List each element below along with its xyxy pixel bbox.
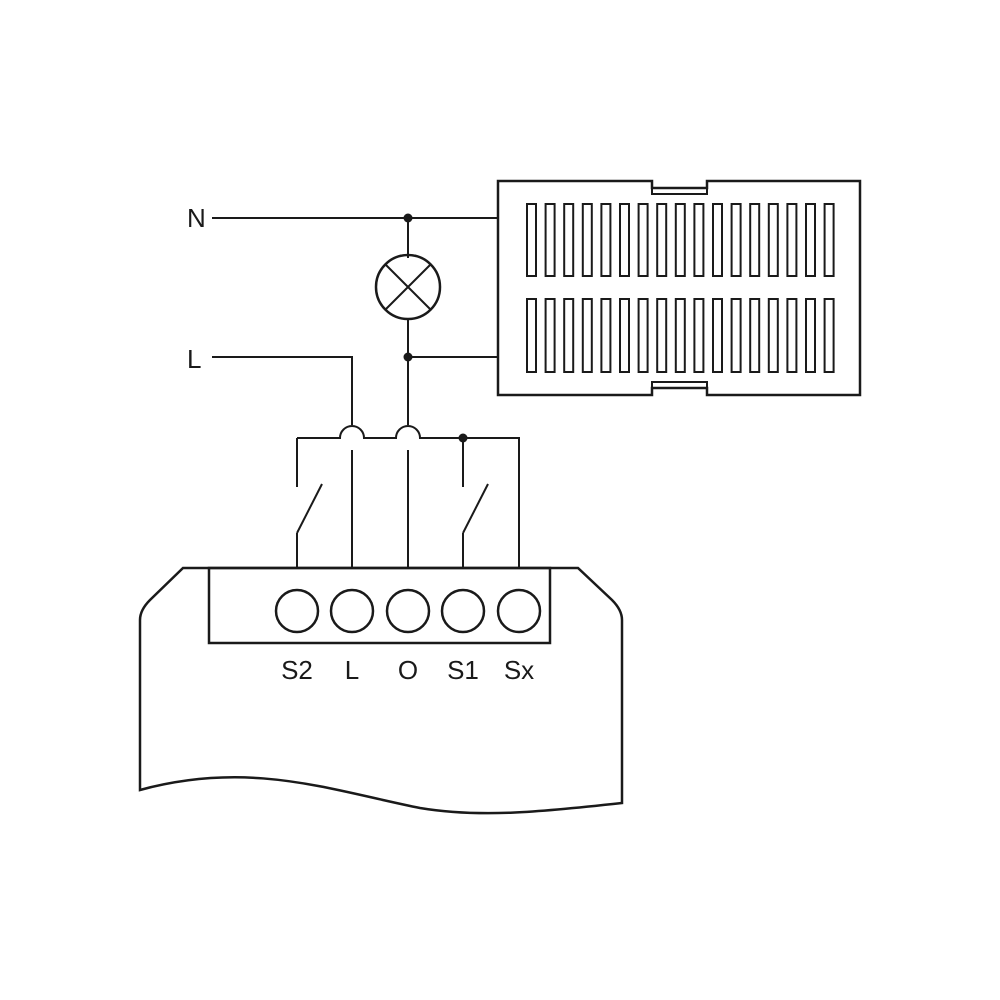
switch-s2-icon bbox=[296, 438, 323, 568]
live-wire bbox=[212, 356, 353, 568]
radiator-fin bbox=[823, 298, 835, 373]
radiator-fin bbox=[619, 203, 630, 277]
radiator-fins-bottom bbox=[526, 298, 835, 373]
terminal-screw-sx bbox=[496, 588, 542, 634]
relay-module: S2 L O S1 Sx bbox=[138, 566, 624, 815]
radiator-fin bbox=[823, 203, 835, 277]
terminal-label-s1: S1 bbox=[447, 655, 479, 685]
radiator-fin bbox=[805, 203, 816, 277]
radiator-fin bbox=[712, 298, 723, 373]
radiator-fin bbox=[805, 298, 816, 373]
live-label: L bbox=[187, 344, 201, 374]
radiator-fin bbox=[674, 298, 686, 373]
radiator-fin bbox=[693, 203, 705, 277]
radiator-fin bbox=[786, 203, 798, 277]
switch-common-wire bbox=[297, 425, 520, 568]
terminal-screw-s2 bbox=[274, 588, 320, 634]
radiator-fin bbox=[730, 203, 742, 277]
terminal-screw-o bbox=[385, 588, 431, 634]
radiator-fin bbox=[544, 203, 556, 277]
radiator-fin bbox=[637, 298, 649, 373]
radiator-fin bbox=[749, 298, 761, 373]
radiator-fin bbox=[544, 298, 556, 373]
radiator-fin bbox=[526, 298, 537, 373]
switch-s1-icon bbox=[462, 438, 489, 568]
neutral-label: N bbox=[187, 203, 206, 233]
radiator-fin bbox=[693, 298, 705, 373]
terminal-label-o: O bbox=[398, 655, 418, 685]
radiator-fin bbox=[656, 298, 668, 373]
radiator-fin bbox=[600, 298, 612, 373]
radiator-fin bbox=[674, 203, 686, 277]
radiator-fins-top bbox=[526, 203, 835, 277]
radiator-fin bbox=[581, 298, 593, 373]
radiator-fin bbox=[581, 203, 593, 277]
radiator-fin bbox=[619, 298, 630, 373]
radiator-fin bbox=[563, 203, 575, 277]
terminal-label-sx: Sx bbox=[504, 655, 534, 685]
radiator-fin bbox=[749, 203, 761, 277]
radiator-fin bbox=[526, 203, 537, 277]
radiator-fin bbox=[767, 203, 779, 277]
terminal-screw-l bbox=[329, 588, 375, 634]
radiator-fin bbox=[637, 203, 649, 277]
lamp-icon bbox=[374, 253, 442, 321]
radiator-icon bbox=[496, 179, 862, 397]
terminal-label-s2: S2 bbox=[281, 655, 313, 685]
terminal-label-l: L bbox=[345, 655, 359, 685]
terminal-screw-s1 bbox=[440, 588, 486, 634]
radiator-fin bbox=[767, 298, 779, 373]
terminal-screws: S2 L O S1 Sx bbox=[274, 588, 542, 685]
radiator-fin bbox=[563, 298, 575, 373]
radiator-fin bbox=[730, 298, 742, 373]
radiator-fin bbox=[712, 203, 723, 277]
radiator-fin bbox=[600, 203, 612, 277]
neutral-junction bbox=[403, 213, 413, 223]
radiator-fin bbox=[786, 298, 798, 373]
terminal-block bbox=[207, 566, 552, 645]
radiator-fin bbox=[656, 203, 668, 277]
